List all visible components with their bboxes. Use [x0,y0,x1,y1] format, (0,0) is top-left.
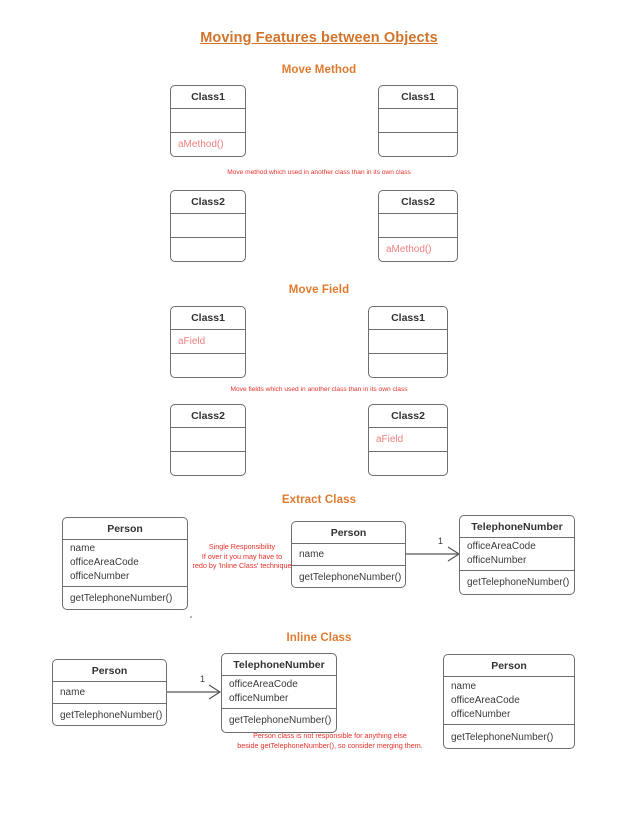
class-attributes: name [60,686,86,698]
class-attributes: officeAreaCode officeNumber [229,679,298,704]
stray-dot [190,616,192,618]
page-title: Moving Features between Objects [200,30,438,46]
multiplicity-label-extract: 1 [438,536,444,546]
class-attributes: aField [178,335,206,347]
class-box-move-method-after-class1: Class1 [378,85,458,157]
class-name: Person [444,655,574,677]
class-attributes [379,117,393,125]
class-operations: aMethod() [386,244,432,255]
class-attributes: aField [376,433,404,445]
annotation-line-2: If over it you may have to [201,551,283,561]
class-name: Class2 [171,191,245,214]
class-attributes: name officeAreaCode officeNumber [451,680,520,720]
class-box-extract-before-person: Person name officeAreaCode officeNumber … [62,517,188,610]
class-name: Person [292,522,405,544]
class-operations: getTelephoneNumber() [70,593,173,604]
class-attributes [171,436,185,444]
section-title-move-method: Move Method [281,64,357,76]
class-attributes [171,117,185,125]
class-operations [171,246,185,254]
section-title-extract-class: Extract Class [281,494,357,506]
class-box-move-method-before-class1: Class1 aMethod() [170,85,246,157]
multiplicity-label-inline: 1 [200,674,206,684]
class-operations: getTelephoneNumber() [60,709,163,721]
class-name: Class2 [171,405,245,428]
class-box-inline-after-person: Person name officeAreaCode officeNumber … [443,654,575,749]
class-operations: getTelephoneNumber() [229,715,332,726]
caption-move-method: Move method which used in another class … [227,169,411,176]
class-attributes [171,222,185,230]
class-name: Class1 [379,86,457,109]
class-operations [369,460,383,468]
class-box-move-field-before-class1: Class1 aField [170,306,246,378]
class-box-inline-before-telephonenumber: TelephoneNumber officeAreaCode officeNum… [221,653,337,733]
class-name: TelephoneNumber [222,654,336,676]
class-name: Class1 [171,307,245,330]
annotation-line-1: Single Responsibility [208,542,276,551]
class-operations [171,460,185,468]
class-box-move-field-after-class2: Class2 aField [368,404,448,476]
class-name: TelephoneNumber [460,516,574,538]
class-name: Class2 [369,405,447,428]
class-name: Class1 [369,307,447,330]
class-name: Class1 [171,86,245,109]
class-box-extract-after-telephonenumber: TelephoneNumber officeAreaCode officeNum… [459,515,575,595]
class-name: Class2 [379,191,457,214]
caption-move-field: Move fields which used in another class … [230,386,408,393]
association-arrow-extract [406,543,462,565]
class-box-extract-after-person: Person name getTelephoneNumber() [291,521,406,588]
class-name: Person [63,518,187,540]
caption-line-2: beside getTelephoneNumber(), so consider… [237,740,423,750]
class-box-move-method-after-class2: Class2 aMethod() [378,190,458,262]
section-title-move-field: Move Field [288,284,350,296]
class-operations [171,362,185,370]
caption-inline-class: Person class is not responsible for anyt… [205,731,455,750]
class-attributes: name [299,548,325,560]
annotation-line-3: redo by 'Inline Class' technique [192,561,292,570]
class-operations: getTelephoneNumber() [451,731,554,743]
class-operations: getTelephoneNumber() [467,577,570,588]
class-attributes: name officeAreaCode officeNumber [70,543,139,582]
class-box-move-method-before-class2: Class2 [170,190,246,262]
association-arrow-inline [167,681,223,703]
class-operations [379,141,393,149]
annotation-single-responsibility: Single Responsibility If over it you may… [178,542,306,571]
class-attributes [379,222,393,230]
class-name: Person [53,660,166,682]
class-attributes [369,338,383,346]
class-box-move-field-after-class1: Class1 [368,306,448,378]
caption-line-1: Person class is not responsible for anyt… [253,731,407,740]
class-operations [369,362,383,370]
class-attributes: officeAreaCode officeNumber [467,541,536,566]
class-operations: aMethod() [178,139,224,150]
class-operations: getTelephoneNumber() [299,571,402,583]
class-box-inline-before-person: Person name getTelephoneNumber() [52,659,167,726]
class-box-move-field-before-class2: Class2 [170,404,246,476]
section-title-inline-class: Inline Class [286,632,352,644]
